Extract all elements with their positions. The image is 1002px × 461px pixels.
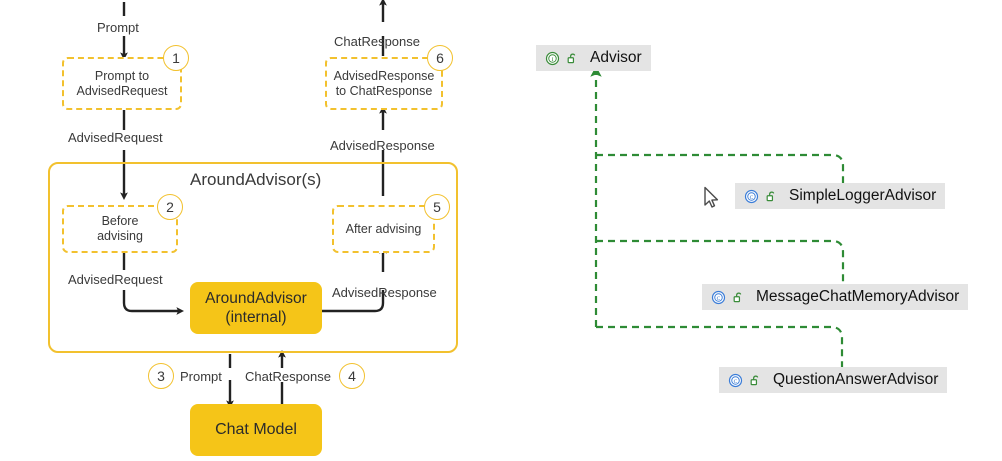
step-number-3: 3	[148, 363, 174, 389]
public-unlocked-icon	[565, 51, 580, 66]
class-node-questionansweradvisor[interactable]: C QuestionAnswerAdvisor	[719, 367, 948, 393]
flow-label-chat-response-top: ChatResponse	[334, 34, 420, 49]
svg-text:C: C	[750, 194, 754, 200]
class-node-messagechatmemoryadvisor-label: MessageChatMemoryAdvisor	[756, 288, 960, 305]
step-box-1-line1: Prompt to	[94, 68, 150, 83]
chat-model-box[interactable]: Chat Model	[190, 404, 322, 456]
public-unlocked-icon	[731, 290, 746, 305]
step-box-2-line1: Before	[101, 214, 139, 228]
flow-label-chat-response-bottom: ChatResponse	[245, 369, 331, 384]
step-box-6-line2: to ChatResponse	[335, 83, 433, 98]
flow-label-advised-request-top: AdvisedRequest	[68, 130, 163, 145]
step-number-5: 5	[424, 194, 450, 220]
flow-label-advised-request-mid: AdvisedRequest	[68, 272, 163, 287]
svg-text:C: C	[717, 295, 721, 301]
around-advisor-internal-line1: AroundAdvisor	[205, 290, 307, 307]
svg-text:I: I	[552, 56, 554, 62]
step-box-1-line2: AdvisedRequest	[76, 83, 168, 98]
svg-text:C: C	[734, 378, 738, 384]
step-number-4: 4	[339, 363, 365, 389]
class-node-questionansweradvisor-label: QuestionAnswerAdvisor	[773, 371, 939, 388]
interface-icon: I	[545, 51, 560, 66]
step-box-5: After advising	[332, 205, 435, 253]
class-node-simpleloggeradvisor[interactable]: C SimpleLoggerAdvisor	[735, 183, 946, 209]
step-number-6: 6	[427, 45, 453, 71]
chat-model-label: Chat Model	[215, 421, 297, 438]
step-box-6-line1: AdvisedResponse	[333, 68, 435, 83]
flow-label-advised-response-mid: AdvisedResponse	[332, 285, 437, 300]
step-number-1: 1	[163, 45, 189, 71]
around-advisor-internal-box[interactable]: AroundAdvisor (internal)	[190, 282, 322, 334]
public-unlocked-icon	[748, 373, 763, 388]
class-node-messagechatmemoryadvisor[interactable]: C MessageChatMemoryAdvisor	[702, 284, 969, 310]
class-node-advisor-label: Advisor	[590, 49, 642, 66]
class-icon: C	[728, 373, 743, 388]
flow-label-advised-response-top: AdvisedResponse	[330, 138, 435, 153]
step-box-1: Prompt to AdvisedRequest	[62, 57, 182, 110]
step-box-6: AdvisedResponse to ChatResponse	[325, 57, 443, 110]
class-node-advisor[interactable]: I Advisor	[536, 45, 651, 71]
class-icon: C	[711, 290, 726, 305]
mouse-cursor-icon	[703, 186, 721, 210]
public-unlocked-icon	[764, 189, 779, 204]
class-icon: C	[744, 189, 759, 204]
around-advisor-internal-line2: (internal)	[225, 309, 287, 326]
step-box-2-line2: advising	[97, 229, 143, 243]
class-node-simpleloggeradvisor-label: SimpleLoggerAdvisor	[789, 187, 937, 204]
flow-label-prompt-bottom: Prompt	[180, 369, 222, 384]
step-number-2: 2	[157, 194, 183, 220]
flow-label-prompt-top: Prompt	[97, 20, 139, 35]
step-box-5-line1: After advising	[345, 221, 422, 236]
around-advisors-title: AroundAdvisor(s)	[190, 170, 322, 189]
